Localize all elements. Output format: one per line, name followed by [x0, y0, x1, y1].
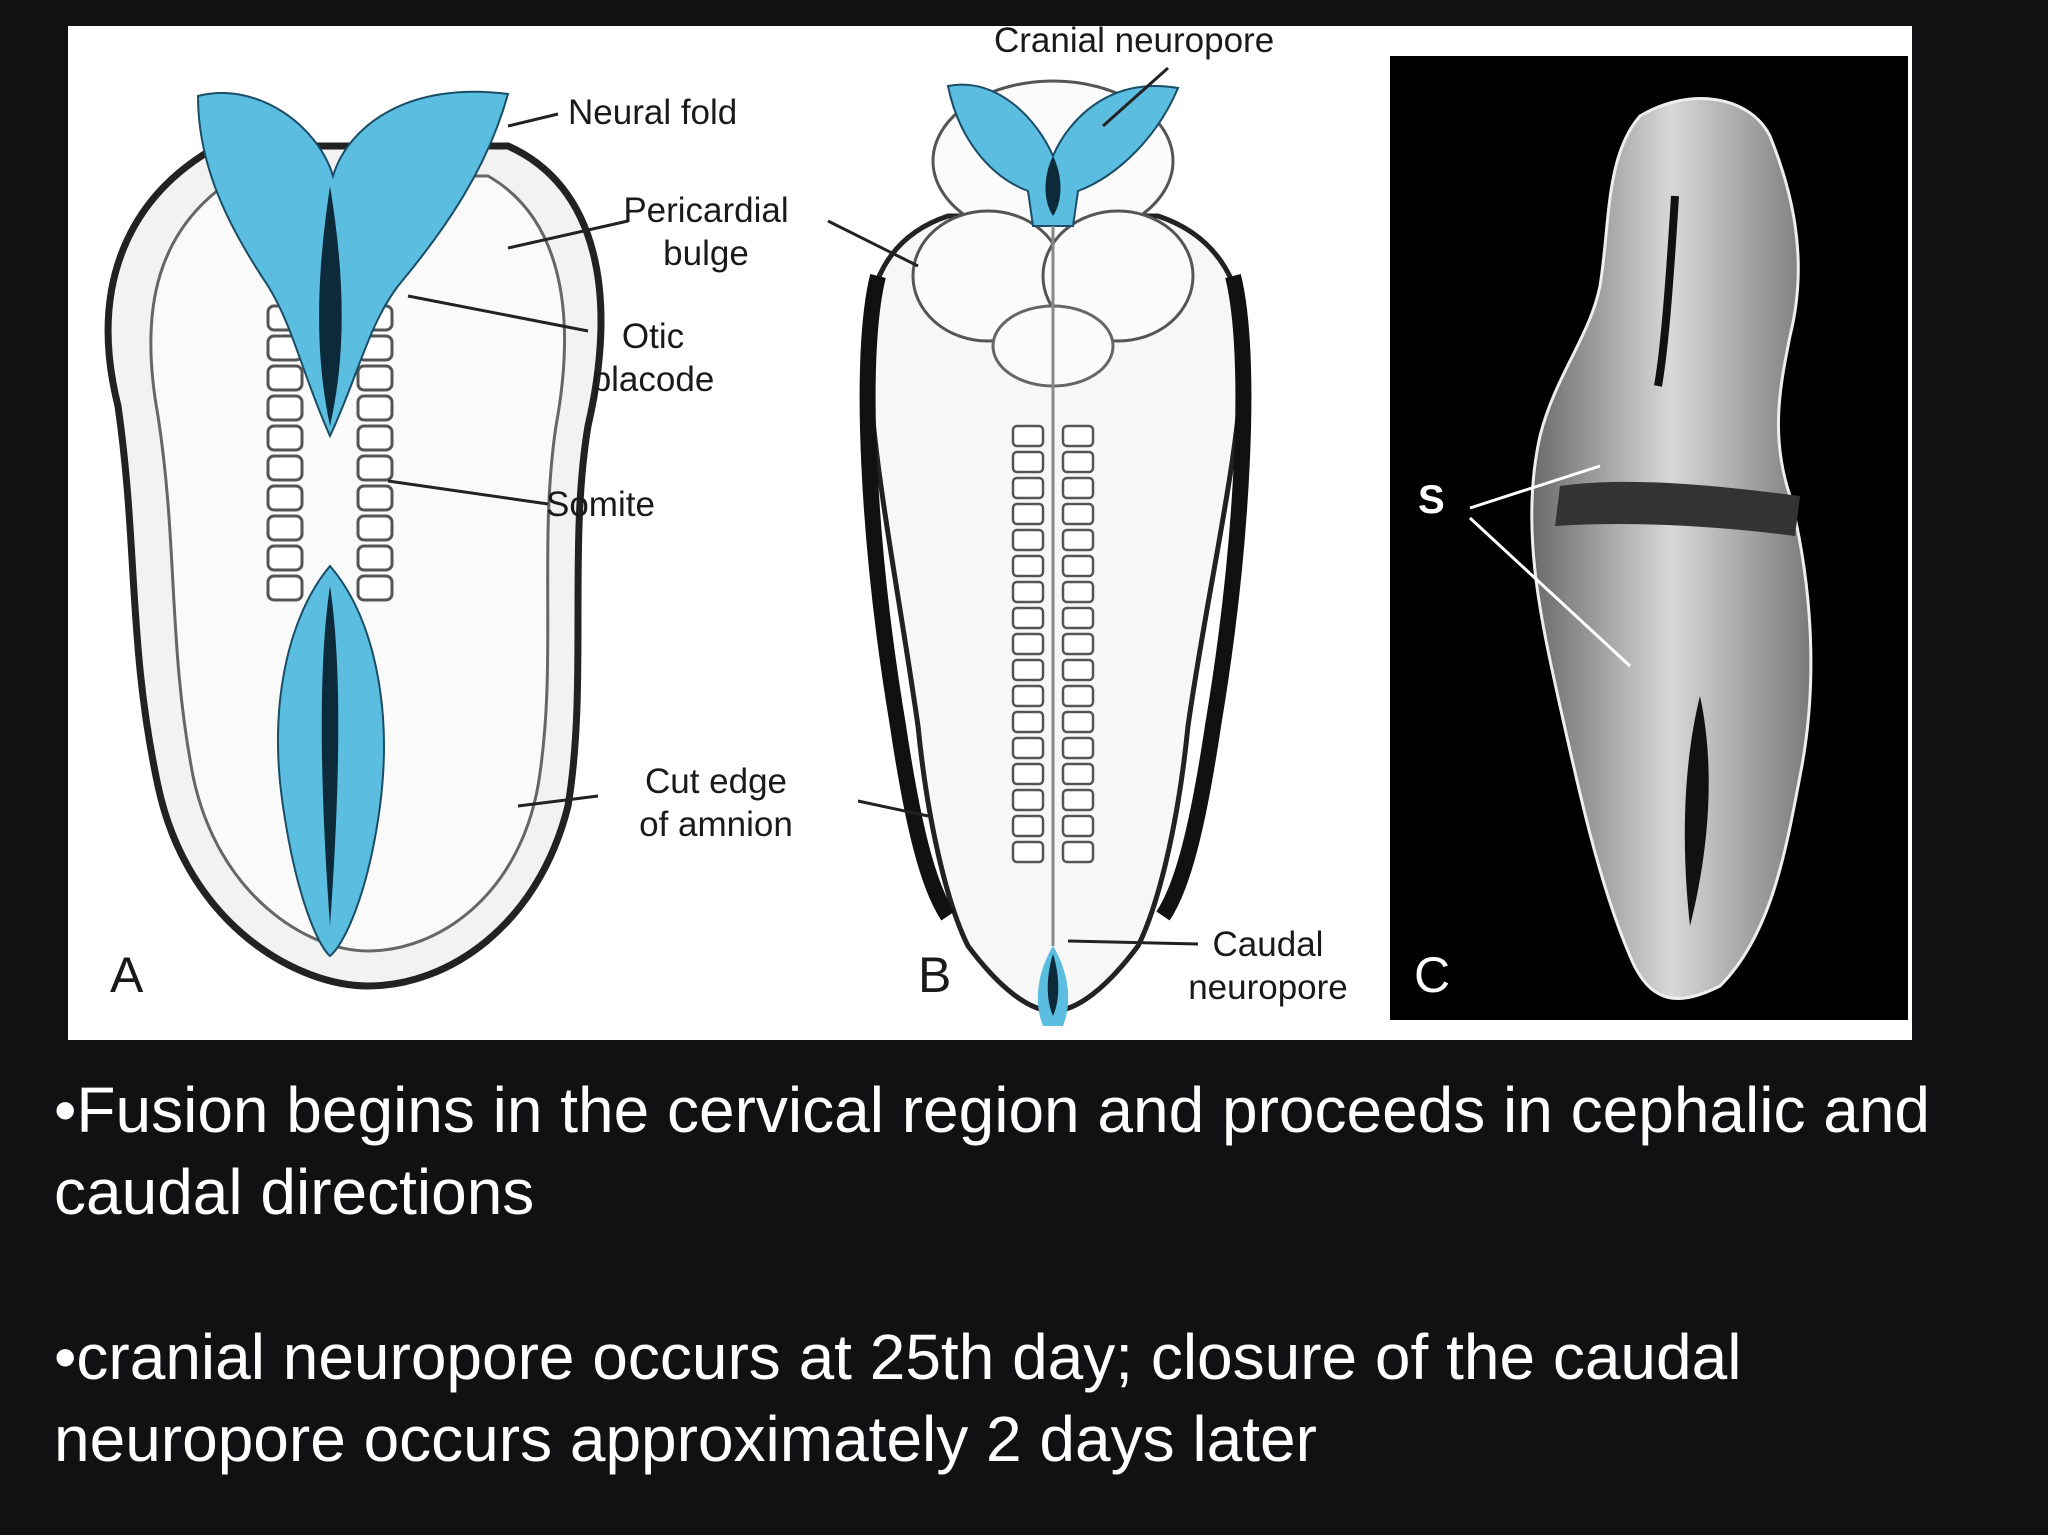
- neural-groove-caudal-a: [321, 586, 339, 926]
- label-cut-edge-amnion: Cut edge of amnion: [616, 761, 816, 846]
- pericardial-bulge-b-right: [1041, 209, 1195, 343]
- neural-fold-cranial-a: [196, 90, 510, 439]
- neural-groove-cranial-a: [319, 186, 342, 426]
- label-otic-line2: placode: [591, 359, 715, 399]
- sem-embryo-drawing: [1468, 97, 1813, 1000]
- label-somite: Somite: [546, 485, 655, 524]
- bullet-fusion: •Fusion begins in the cervical region an…: [54, 1074, 1930, 1228]
- label-pericardial-line1: Pericardial: [623, 191, 789, 230]
- label-neural-fold: Neural fold: [568, 93, 738, 132]
- label-pericardial-bulge: Pericardial bulge: [616, 190, 796, 275]
- somites-b: [1011, 424, 1095, 864]
- embryo-a-drawing: [104, 90, 629, 990]
- panel-letter-c: C: [1414, 947, 1451, 1003]
- label-pericardial-line2: bulge: [663, 233, 749, 273]
- label-otic-placode: Otic placode: [568, 316, 738, 401]
- leader-lines-b: [827, 66, 1199, 946]
- sem-arrow-1: [1469, 464, 1601, 510]
- sem-neural-groove-lower: [1684, 696, 1709, 926]
- sem-neural-groove-upper: [1654, 195, 1679, 387]
- label-otic-line1: Otic: [621, 317, 685, 356]
- label-cut-edge-line2: of amnion: [639, 804, 793, 844]
- label-s-somites: S: [1418, 478, 1445, 522]
- cranial-neuropore-fold-b: [946, 83, 1180, 227]
- bullet-neuropore-closure: •cranial neuropore occurs at 25th day; c…: [54, 1321, 1742, 1475]
- caudal-neuropore-groove-b: [1047, 954, 1059, 1016]
- label-caudal-neuropore: Caudal neuropore: [1158, 924, 1378, 1009]
- label-caudal-line2: neuropore: [1188, 967, 1348, 1007]
- embryo-drawings: [104, 66, 1252, 1026]
- leader-lines-a: [387, 112, 629, 808]
- sem-photo-c: S: [1390, 56, 1908, 1020]
- label-cut-edge-line1: Cut edge: [644, 762, 788, 801]
- embryo-b-drawing: [827, 66, 1252, 1026]
- label-caudal-line1: Caudal: [1212, 925, 1324, 964]
- panel-letter-a: A: [110, 947, 144, 1003]
- panel-letter-b: B: [918, 947, 952, 1003]
- sem-embryo-body: [1530, 97, 1813, 1000]
- sem-band-dark: [1555, 481, 1800, 536]
- sem-arrow-2: [1468, 516, 1632, 668]
- cranial-neuropore-groove-b: [1045, 156, 1061, 216]
- label-cranial-neuropore: Cranial neuropore: [994, 26, 1275, 60]
- amnion-edge-b-right: [1156, 274, 1252, 921]
- amnion-edge-b-left: [859, 274, 955, 921]
- embryo-figure: Neural fold Pericardial bulge Otic placo…: [68, 26, 1912, 1040]
